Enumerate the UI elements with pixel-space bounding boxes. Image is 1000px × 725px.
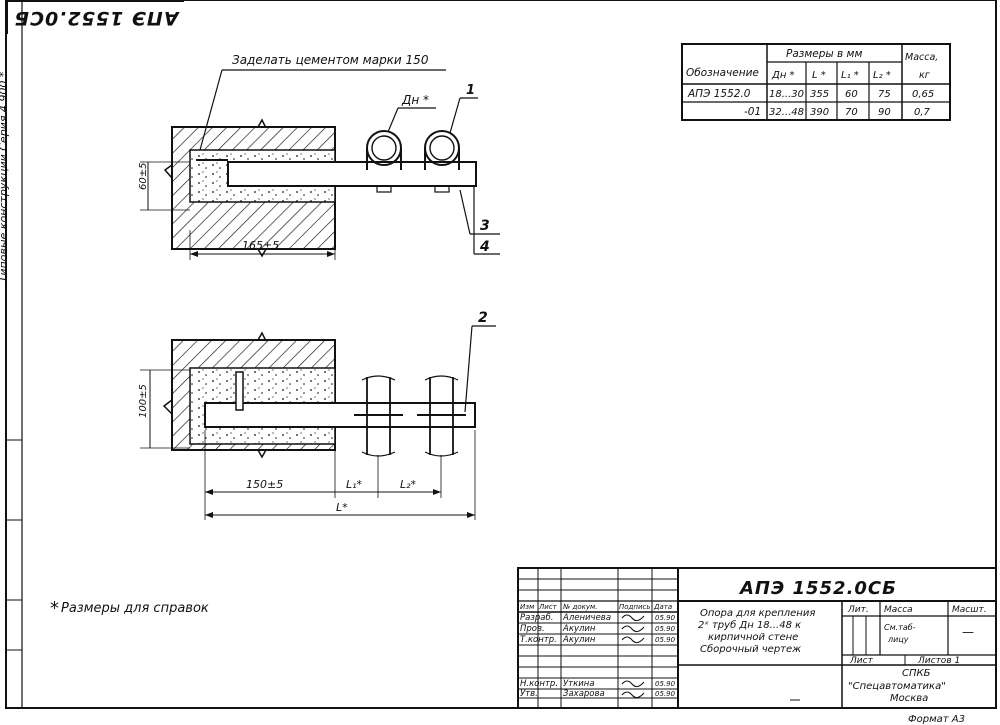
tb-date-3: 05.90	[655, 636, 676, 644]
drawing-frame	[5, 0, 997, 709]
tb-desc-2: 2ˣ труб Дн 18...48 к	[698, 619, 801, 631]
table-row-1-l: 355	[810, 89, 829, 100]
item-4-label: 4	[479, 239, 490, 255]
tb-role-3: Т.контр.	[520, 635, 557, 645]
tb-desc-4: Сборочный чертеж	[700, 643, 801, 655]
table-header-mass-unit: кг	[919, 70, 931, 81]
tb-mass: Масса	[884, 605, 913, 615]
tb-date-1: 05.90	[655, 614, 676, 622]
dim-l1: L₁*	[346, 478, 363, 491]
dim-bottom-height: 100±5	[138, 384, 149, 418]
tb-role-1: Разраб.	[520, 613, 553, 623]
dim-l2: L₂*	[400, 478, 417, 491]
reference-note: *Размеры для справок	[50, 598, 209, 619]
table-row-1-mass: 0,65	[912, 89, 934, 100]
size-table: Обозначение Размеры в мм Масса, кг Дн * …	[681, 43, 951, 121]
table-sub-l2: L₂ *	[873, 70, 891, 81]
tb-role-6: Утв.	[520, 689, 538, 699]
tb-desc-1: Опора для крепления	[700, 608, 815, 619]
table-row-1-dn: 18...30	[769, 89, 804, 100]
pipe-clamp-1	[366, 130, 402, 193]
table-row-1-l2: 75	[878, 89, 891, 100]
tb-mass-value-2: лицу	[887, 635, 909, 644]
item-1-label: 1	[466, 83, 475, 98]
table-header-designation: Обозначение	[686, 67, 759, 79]
reference-note-text: Размеры для справок	[61, 601, 209, 616]
table-row-2-mass: 0,7	[914, 107, 931, 118]
tb-role-5: Н.контр.	[520, 679, 558, 689]
dim-top-length: 165±5	[242, 239, 279, 252]
title-block: Изм Лист № докум. Подпись Дата Разраб. А…	[517, 567, 997, 709]
table-sub-l1: L₁ *	[841, 70, 859, 81]
corner-stamp: АПЭ 1552.0СБ	[6, 0, 184, 34]
table-row-1-l1: 60	[845, 89, 858, 100]
format-label: Формат А3	[908, 714, 965, 725]
tb-org-2: "Спецавтоматика"	[848, 681, 946, 692]
tb-head-date: Дата	[653, 603, 672, 611]
table-row-2-l1: 70	[845, 107, 858, 118]
tb-name-3: Акулин	[562, 635, 596, 645]
dn-label: Дн *	[401, 93, 429, 107]
tb-name-5: Уткина	[563, 679, 595, 689]
tb-sheets: Листов 1	[917, 656, 960, 666]
dim-bottom-offset: 150±5	[246, 478, 283, 491]
tb-desc-3: кирпичной стене	[708, 632, 798, 643]
dim-top-height: 60±5	[138, 163, 149, 190]
tb-scale-value: —	[962, 625, 974, 639]
side-series-label: Типовые конструкции Серия 4.900 *	[0, 72, 10, 283]
table-row-2-l2: 90	[878, 107, 891, 118]
bottom-plan-view	[140, 325, 496, 520]
table-header-sizes: Размеры в мм	[786, 48, 862, 60]
table-sub-l: L *	[812, 70, 826, 81]
asterisk-icon: *	[50, 598, 59, 619]
tb-head-izm: Изм	[520, 603, 535, 611]
table-sub-dn: Дн *	[771, 70, 795, 81]
tb-head-sign: Подпись	[619, 603, 651, 611]
tb-scale: Масшт.	[952, 605, 987, 615]
item-3-label: 3	[480, 218, 490, 234]
tb-name-2: Акулин	[562, 624, 596, 634]
cement-note: Заделать цементом марки 150	[232, 53, 429, 67]
table-row-2-designation: -01	[744, 106, 761, 118]
tb-mass-value: См.таб-	[884, 623, 916, 632]
pipe-clamp-2	[424, 130, 460, 193]
tb-lit: Лит.	[847, 605, 869, 615]
tb-head-doc: № докум.	[562, 603, 598, 611]
tb-name-6: Захарова	[563, 689, 605, 699]
tb-code: АПЭ 1552.0СБ	[738, 578, 897, 599]
tb-name-1: Аленичева	[562, 613, 611, 623]
tb-date-6: 05.90	[655, 690, 676, 698]
top-section-view	[140, 69, 500, 260]
table-row-1-designation: АПЭ 1552.0	[687, 88, 751, 100]
tb-date-5: 05.90	[655, 680, 676, 688]
pipe-1-plan	[354, 375, 403, 457]
table-row-2-l: 390	[810, 107, 829, 118]
tb-sheet: Лист	[849, 656, 874, 666]
tb-head-list: Лист	[538, 603, 558, 611]
tb-role-2: Пров.	[520, 624, 545, 634]
item-2-label: 2	[478, 310, 488, 326]
dim-l-total: L*	[336, 501, 348, 514]
tb-org-1: СПКБ	[902, 668, 931, 679]
table-header-mass: Масса,	[905, 52, 938, 63]
pipe-2-plan	[417, 375, 466, 457]
tb-date-2: 05.90	[655, 625, 676, 633]
table-row-2-dn: 32...48	[769, 107, 804, 118]
tb-org-3: Москва	[890, 693, 928, 704]
